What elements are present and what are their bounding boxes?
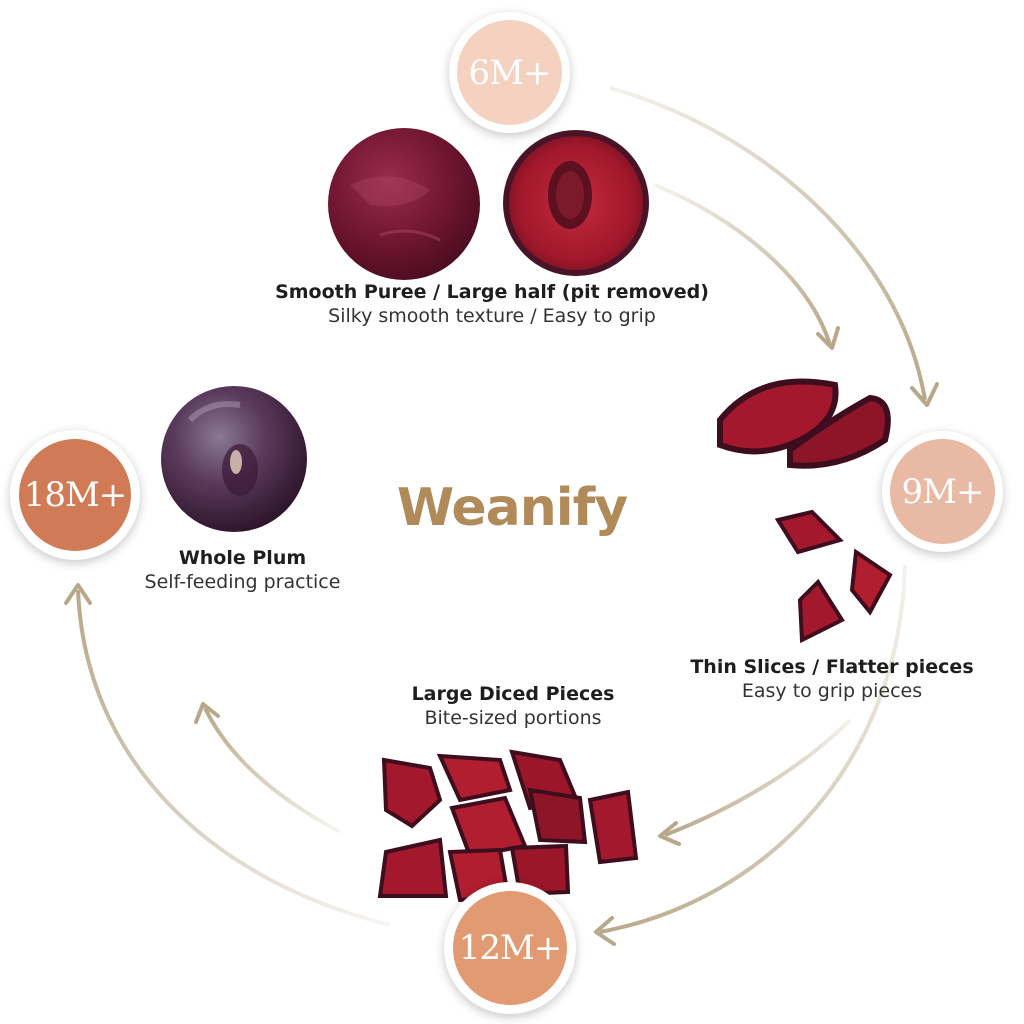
badge-12m-label: 12M+ [453, 891, 567, 1005]
caption-12m: Large Diced Pieces Bite-sized portions [388, 682, 638, 730]
caption-12m-subtitle: Bite-sized portions [424, 707, 602, 729]
arrowhead-inner-9m [816, 326, 840, 350]
arrowhead-inner-18m [194, 702, 220, 724]
puree-image [328, 128, 480, 280]
plum-half-image [503, 130, 649, 276]
arrow-inner-6m-9m [654, 183, 832, 346]
brand-logo: Weanify [396, 478, 628, 538]
badge-6m: 6M+ [449, 12, 570, 133]
caption-18m-title: Whole Plum [178, 547, 307, 569]
caption-18m-subtitle: Self-feeding practice [144, 571, 341, 593]
caption-6m: Smooth Puree / Large half (pit removed) … [242, 280, 742, 328]
arrowhead-inner-12m [658, 821, 681, 846]
arrow-inner-9m-12m [664, 718, 852, 837]
arrow-outer-12m-18m [76, 589, 391, 927]
badge-12m: 12M+ [444, 882, 576, 1014]
caption-18m: Whole Plum Self-feeding practice [120, 546, 365, 594]
caption-9m: Thin Slices / Flatter pieces Easy to gri… [676, 655, 988, 703]
arrowhead-outer-12m [594, 916, 616, 946]
caption-6m-title: Smooth Puree / Large half (pit removed) [275, 281, 709, 303]
badge-9m-label: 9M+ [890, 439, 995, 544]
caption-9m-subtitle: Easy to grip pieces [741, 680, 923, 702]
diced-pieces-image [377, 749, 639, 903]
caption-6m-subtitle: Silky smooth texture / Easy to grip [328, 305, 656, 327]
caption-9m-title: Thin Slices / Flatter pieces [690, 656, 974, 678]
badge-6m-label: 6M+ [457, 20, 562, 125]
arrow-outer-9m-12m [599, 564, 907, 934]
arrowhead-outer-18m [64, 583, 92, 605]
caption-12m-title: Large Diced Pieces [411, 683, 615, 705]
arrow-outer-6m-9m [609, 86, 927, 401]
badge-9m: 9M+ [882, 431, 1003, 552]
arrow-inner-12m-18m [203, 707, 341, 834]
badge-18m: 18M+ [10, 430, 140, 560]
badge-18m-label: 18M+ [19, 439, 131, 551]
whole-plum-image [161, 386, 307, 532]
plum-slices-image [717, 378, 893, 644]
arrowhead-outer-9m [910, 382, 939, 407]
